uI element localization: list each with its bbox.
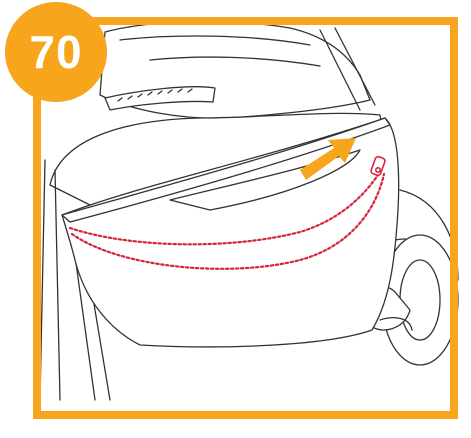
- step-number: 70: [29, 29, 82, 75]
- step-badge: 70: [5, 2, 107, 102]
